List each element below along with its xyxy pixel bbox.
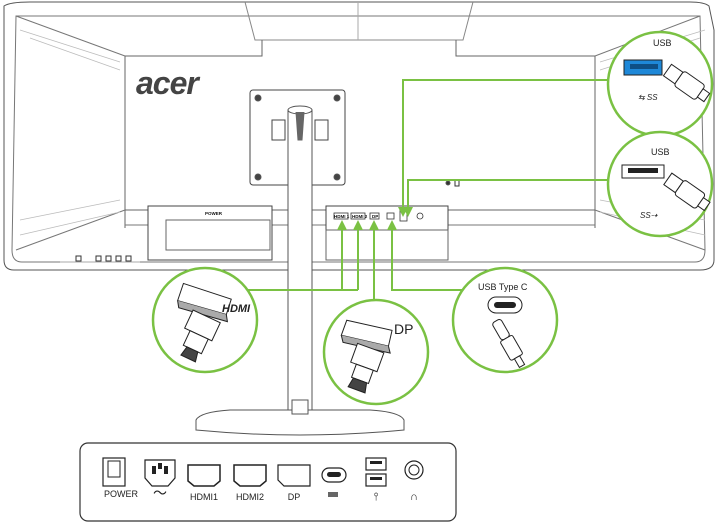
svg-text:HDMI 2: HDMI 2 [352, 214, 368, 219]
svg-text:HDMI 1: HDMI 1 [334, 214, 350, 219]
monitor-stand [195, 105, 405, 436]
usb-c-icon [328, 492, 338, 497]
dp-callout-label: DP [394, 321, 413, 337]
power-switch: POWER [102, 457, 139, 499]
callout-usb3-blue: USB ⇆ SS [606, 30, 714, 138]
usb-white-label: USB [651, 147, 670, 157]
svg-text:POWER: POWER [104, 489, 139, 499]
ac-icon: ～ [153, 485, 167, 501]
svg-text:DP: DP [372, 214, 378, 219]
usb-c-label: USB Type C [478, 282, 528, 292]
acer-logo: acer [136, 65, 200, 101]
hdmi-callout-label: HDMI [222, 303, 251, 315]
usb-blue-label: USB [653, 38, 672, 48]
hdmi1-port: HDMI1 [187, 464, 221, 502]
headphone-icon: ∩ [410, 491, 418, 503]
svg-text:HDMI2: HDMI2 [236, 492, 264, 502]
svg-text:DP: DP [288, 492, 301, 502]
callout-usb-c: USB Type C [451, 266, 559, 374]
ac-inlet: ～ [144, 459, 176, 501]
usb-ss-icon: SS⇢ [640, 211, 658, 220]
usb3-icon: ⇆ SS [638, 93, 658, 102]
audio-out-port: ∩ [404, 460, 424, 503]
callout-usb-white: USB SS⇢ [606, 130, 714, 238]
dp-port: DP [277, 464, 311, 502]
callout-hdmi: HDMI [151, 266, 259, 374]
callout-dp: DP [322, 298, 430, 406]
callout-lines [240, 79, 620, 305]
usb-a-ports: ⫯ [365, 457, 387, 503]
panel-port-labels: POWER HDMI 1 HDMI 2 DP [205, 211, 378, 219]
usb-trident-icon: ⫯ [374, 491, 379, 503]
svg-text:POWER: POWER [205, 211, 223, 216]
monitor-back [3, 1, 715, 271]
hdmi2-port: HDMI2 [233, 464, 267, 502]
svg-text:HDMI1: HDMI1 [190, 492, 218, 502]
port-panel: POWER ～ HDMI1 HDMI2 DP [79, 442, 457, 522]
usb-c-port [321, 467, 347, 497]
